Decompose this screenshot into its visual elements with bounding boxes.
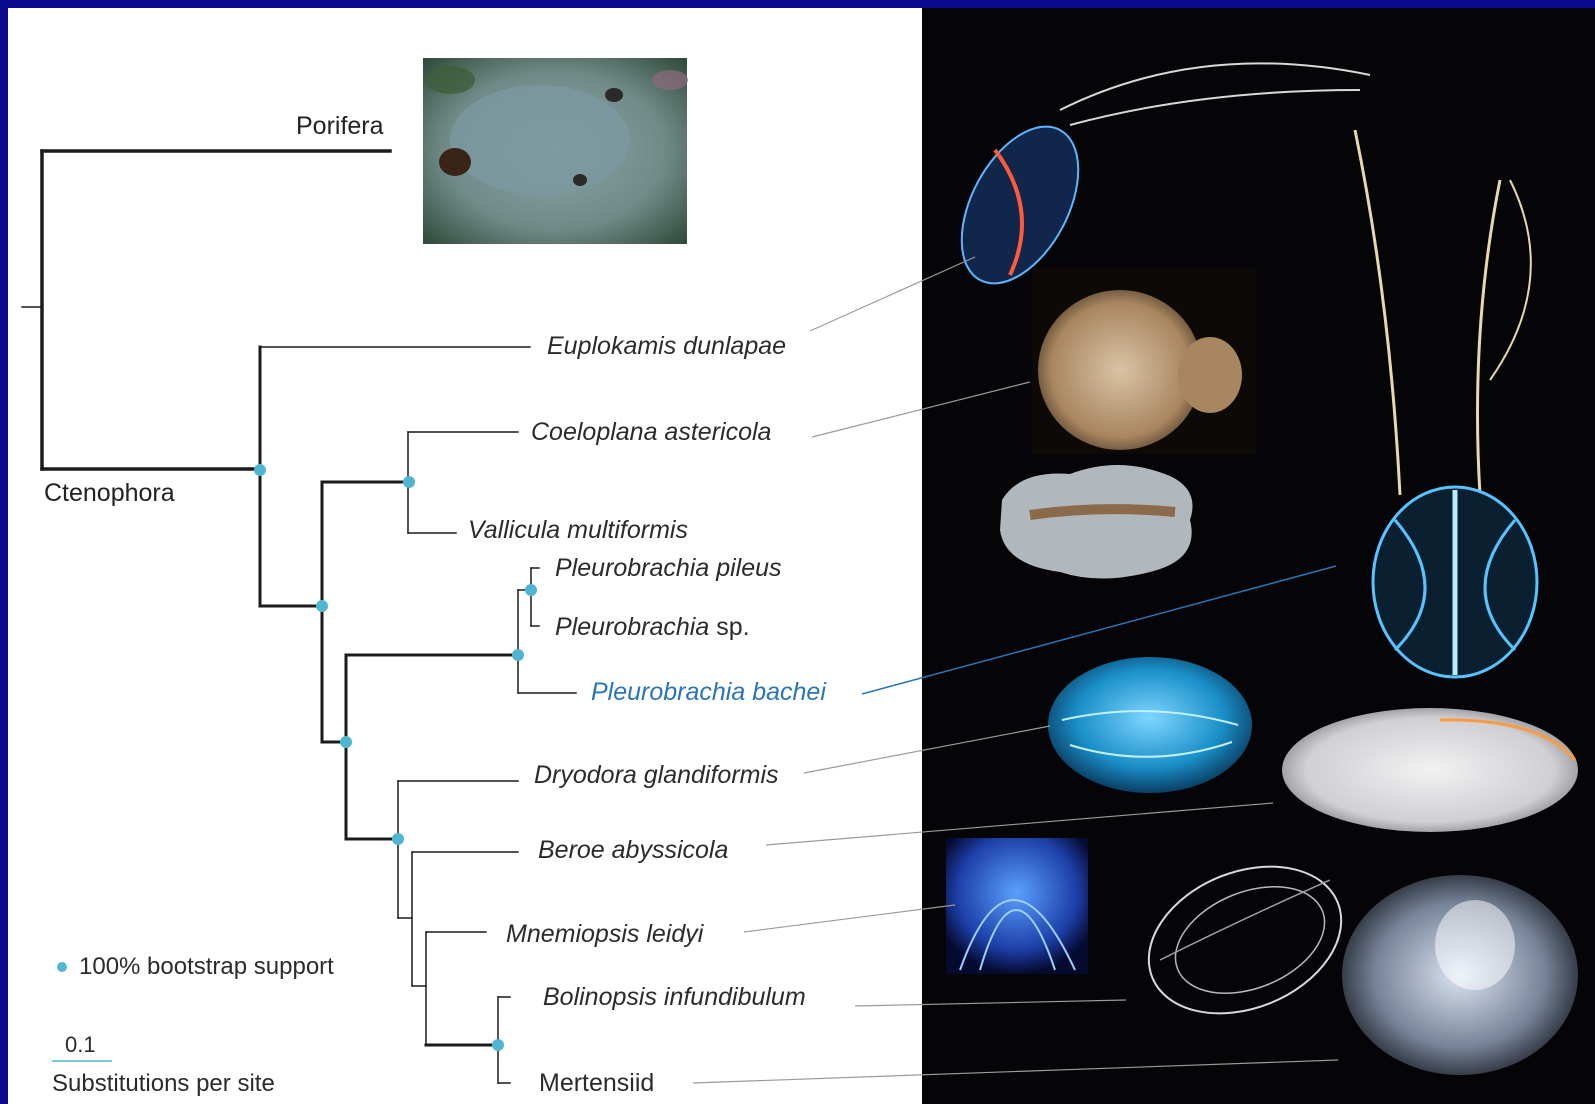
taxon-pleurobrachia-pileus: Pleurobrachia pileus bbox=[555, 556, 782, 581]
tree-branches bbox=[22, 151, 576, 1083]
taxon-dryodora: Dryodora glandiformis bbox=[534, 763, 779, 788]
node-dot-b bbox=[340, 736, 352, 748]
node-dot-ctenophora bbox=[254, 464, 266, 476]
taxon-euplokamis: Euplokamis dunlapae bbox=[547, 334, 786, 359]
ctenophora-label: Ctenophora bbox=[44, 481, 175, 506]
legend-dot bbox=[57, 962, 67, 972]
node-dot-coeloplana-vallicula bbox=[403, 476, 415, 488]
taxon-pleurobrachia-sp: Pleurobrachia sp. bbox=[555, 615, 750, 640]
bolinopsis-photo bbox=[1127, 839, 1363, 1040]
euplokamis-photo bbox=[938, 63, 1370, 302]
node-dot-a bbox=[316, 600, 328, 612]
taxon-pleurobrachia-sp-genus: Pleurobrachia bbox=[555, 613, 709, 641]
node-dot-d bbox=[492, 1039, 504, 1051]
scale-bar-label: Substitutions per site bbox=[52, 1072, 275, 1096]
taxon-pleurobrachia-bachei: Pleurobrachia bachei bbox=[591, 680, 826, 705]
node-dot-pleurobrachia bbox=[512, 649, 524, 661]
node-dot-c bbox=[392, 833, 404, 845]
beroe-photo bbox=[1282, 708, 1578, 832]
mnemiopsis-photo bbox=[946, 838, 1088, 974]
legend-bootstrap-label: 100% bootstrap support bbox=[79, 955, 334, 979]
node-dot-pleurobrachia-pair bbox=[525, 584, 537, 596]
taxon-mnemiopsis: Mnemiopsis leidyi bbox=[506, 922, 703, 947]
dryodora-photo bbox=[1048, 657, 1252, 793]
taxon-vallicula: Vallicula multiformis bbox=[468, 518, 688, 543]
porifera-label: Porifera bbox=[296, 114, 384, 139]
mertensiid-photo bbox=[1342, 875, 1578, 1075]
taxon-beroe: Beroe abyssicola bbox=[538, 838, 728, 863]
pleurobrachia-bachei-photo bbox=[1355, 130, 1537, 677]
taxon-bolinopsis: Bolinopsis infundibulum bbox=[543, 985, 806, 1010]
coeloplana-photo bbox=[1032, 268, 1256, 454]
taxon-pleurobrachia-sp-suffix: sp. bbox=[709, 613, 749, 641]
taxon-mertensiid: Mertensiid bbox=[539, 1071, 654, 1096]
porifera-photo bbox=[423, 58, 688, 244]
taxon-coeloplana: Coeloplana astericola bbox=[531, 420, 771, 445]
vallicula-photo bbox=[1000, 465, 1193, 579]
scale-bar-value: 0.1 bbox=[65, 1034, 96, 1056]
